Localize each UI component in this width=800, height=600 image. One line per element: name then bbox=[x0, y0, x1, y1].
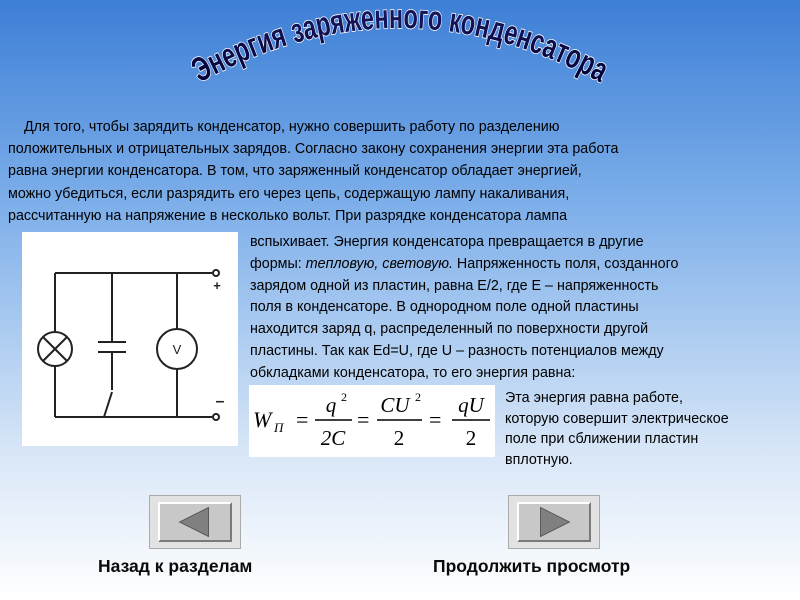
energy-formula: W П = q 2 2C = CU 2 2 = qU 2 bbox=[249, 385, 495, 457]
next-button[interactable] bbox=[508, 495, 600, 549]
fraction-numerator: qU bbox=[458, 393, 486, 417]
voltmeter-label: V bbox=[173, 342, 182, 357]
energy-forms-italic: тепловую, световую. bbox=[305, 255, 453, 272]
intro-line: положительных и отрицательных зарядов. С… bbox=[8, 141, 619, 158]
paragraph-text: Напряженность поля, созданного bbox=[452, 255, 679, 272]
intro-line-text: Для того, чтобы зарядить конденсатор, ну… bbox=[24, 119, 560, 135]
energy-paragraph: вспыхивает. Энергия конденсатора превращ… bbox=[250, 232, 790, 385]
formula-subscript: П bbox=[273, 420, 285, 435]
page-title: Энергия заряженного конденсатора bbox=[180, 0, 620, 104]
paragraph-line: находится заряд q, распределенный по пов… bbox=[250, 321, 649, 338]
plus-terminal-label: + bbox=[213, 278, 221, 293]
fraction-numerator: CU bbox=[380, 393, 411, 417]
paragraph-line: вплотную. bbox=[505, 451, 573, 468]
paragraph-line: которую совершит электрическое bbox=[505, 410, 729, 427]
formula-equals: = bbox=[357, 407, 369, 432]
paragraph-line: Эта энергия равна работе, bbox=[505, 390, 683, 406]
fraction-denominator: 2 bbox=[466, 426, 477, 450]
formula-w: W bbox=[253, 407, 273, 432]
paragraph-line: пластины. Так как Ed=U, где U – разность… bbox=[250, 342, 664, 359]
paragraph-line: поля в конденсаторе. В однородном поле о… bbox=[250, 299, 639, 316]
fraction-numerator: q bbox=[326, 393, 337, 417]
arrow-left-icon[interactable] bbox=[150, 496, 240, 548]
fraction-denominator: 2C bbox=[321, 426, 347, 450]
next-link[interactable]: Продолжить просмотр bbox=[433, 556, 631, 576]
intro-paragraph: Для того, чтобы зарядить конденсатор, ну… bbox=[8, 116, 778, 227]
back-button[interactable] bbox=[149, 495, 241, 549]
paragraph-text: формы: bbox=[250, 255, 306, 272]
fraction-superscript: 2 bbox=[415, 390, 421, 404]
fraction-superscript: 2 bbox=[341, 390, 347, 404]
arrow-right-icon[interactable] bbox=[509, 496, 599, 548]
paragraph-line: зарядом одной из пластин, равна E/2, где… bbox=[250, 277, 659, 294]
page-title-text: Энергия заряженного конденсатора bbox=[186, 8, 616, 90]
paragraph-line: формы: тепловую, световую. Напряженность… bbox=[250, 254, 790, 276]
voltmeter-icon: V bbox=[156, 328, 198, 370]
back-button-face[interactable] bbox=[158, 502, 232, 542]
paragraph-line: обкладками конденсатора, то его энергия … bbox=[250, 364, 576, 381]
fraction-denominator: 2 bbox=[394, 426, 405, 450]
paragraph-line: поле при сближении пластин bbox=[505, 431, 699, 448]
intro-line: Для того, чтобы зарядить конденсатор, ну… bbox=[8, 116, 778, 138]
lamp-icon bbox=[37, 331, 73, 367]
formula-equals: = bbox=[429, 407, 441, 432]
work-paragraph: Эта энергия равна работе, которую соверш… bbox=[505, 388, 795, 470]
minus-terminal-label: – bbox=[216, 393, 225, 410]
back-link[interactable]: Назад к разделам bbox=[98, 556, 253, 576]
paragraph-line: вспыхивает. Энергия конденсатора превращ… bbox=[250, 234, 644, 250]
intro-line: рассчитанную на напряжение в несколько в… bbox=[8, 207, 568, 224]
formula-equals: = bbox=[296, 407, 308, 432]
circuit-diagram: V + – bbox=[22, 232, 238, 446]
intro-line: равна энергии конденсатора. В том, что з… bbox=[8, 163, 582, 180]
intro-line: можно убедиться, если разрядить его чере… bbox=[8, 185, 570, 202]
